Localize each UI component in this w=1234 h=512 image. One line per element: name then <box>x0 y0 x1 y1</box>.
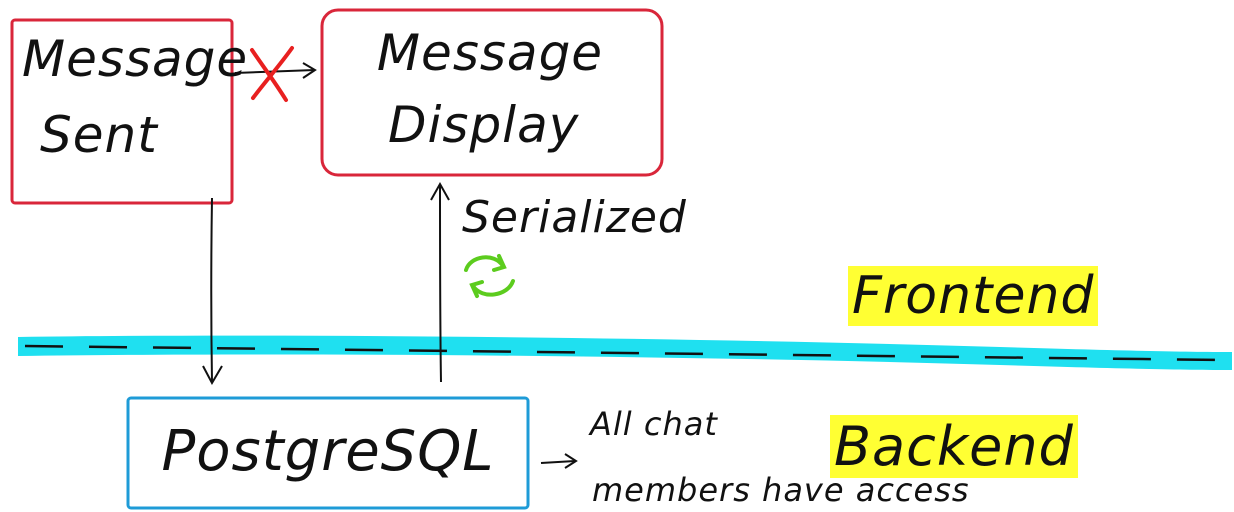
backend-label-text: Backend <box>830 415 1078 478</box>
message-display-box <box>320 8 664 177</box>
access-note-line1: All chat <box>590 405 718 443</box>
message-sent-label: Message Sent <box>22 30 249 164</box>
message-sent-line1: Message <box>22 30 249 88</box>
frontend-layer-label: Frontend <box>848 266 1099 326</box>
message-display-label: Message Display <box>340 28 640 150</box>
message-display-line2: Display <box>388 96 580 154</box>
sync-icon <box>464 254 515 298</box>
layer-divider-dashes <box>24 344 1226 362</box>
cross-mark-icon <box>250 46 294 102</box>
arrow-icon <box>430 181 450 383</box>
access-note-line2: members have access <box>592 471 970 509</box>
message-display-line1: Message <box>376 24 604 82</box>
message-sent-line2: Sent <box>40 106 158 164</box>
backend-layer-label: Backend <box>830 415 1078 478</box>
serialized-label: Serialized <box>462 192 687 243</box>
arrow-icon <box>540 453 578 469</box>
message-sent-box <box>10 18 234 205</box>
arrow-icon <box>202 197 223 386</box>
frontend-label-text: Frontend <box>848 266 1099 326</box>
postgresql-label: PostgreSQL <box>161 419 495 484</box>
postgresql-box <box>126 396 530 510</box>
